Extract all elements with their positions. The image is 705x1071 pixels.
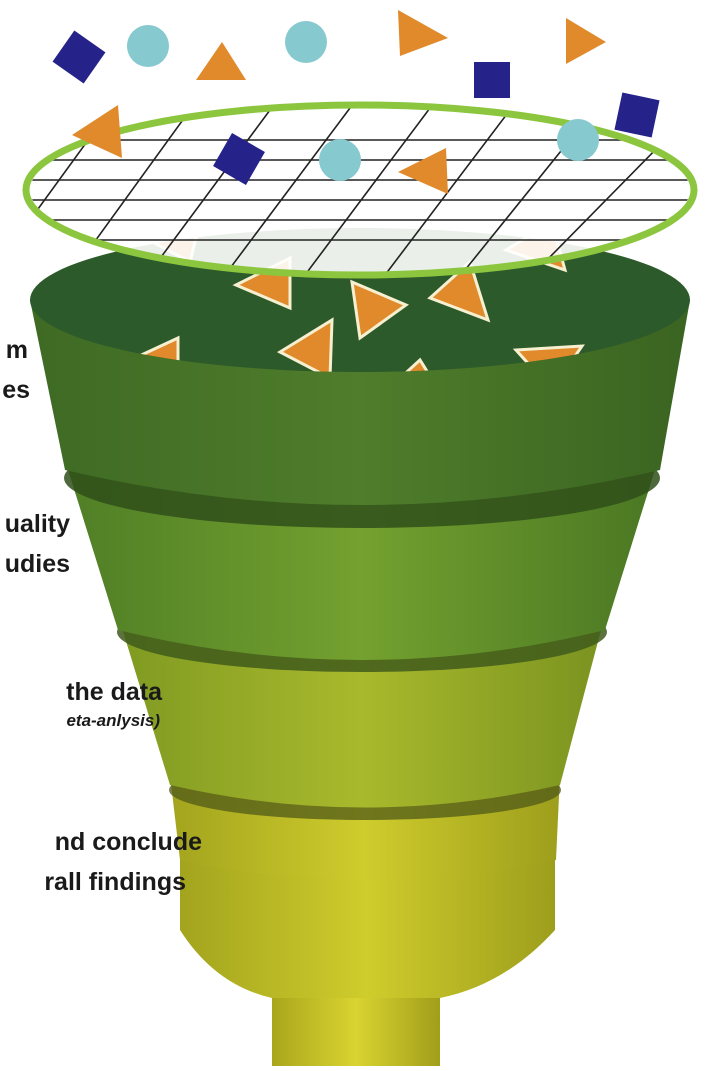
step1-label-line2: es bbox=[2, 376, 30, 404]
step2-label-line1: uality bbox=[5, 510, 70, 538]
step4-label-line2: rall findings bbox=[44, 868, 186, 896]
sieve-mesh bbox=[22, 101, 698, 279]
triangle-shape-icon bbox=[276, 317, 334, 372]
triangle-shape-icon bbox=[350, 279, 410, 341]
triangle-shape-icon bbox=[427, 259, 491, 323]
square-shape-icon bbox=[474, 62, 510, 98]
triangle-shape-icon bbox=[394, 357, 444, 372]
sieve-ring bbox=[22, 101, 698, 279]
triangle-shape-icon bbox=[196, 42, 246, 80]
step4-label-line1: nd conclude bbox=[55, 828, 202, 856]
triangle-shape-icon bbox=[72, 105, 122, 158]
triangle-shape-icon bbox=[398, 148, 448, 194]
circle-shape-icon bbox=[127, 25, 169, 67]
triangle-shape-icon bbox=[398, 10, 448, 56]
circle-shape-icon bbox=[319, 139, 361, 181]
triangle-shape-icon bbox=[566, 18, 606, 64]
square-shape-icon bbox=[614, 92, 660, 138]
step2-label-line2: udies bbox=[5, 550, 70, 578]
funnel-spout bbox=[272, 990, 440, 1066]
step3-label-line1: the data bbox=[66, 678, 163, 706]
square-shape-icon bbox=[213, 133, 265, 185]
funnel-body bbox=[30, 228, 690, 1066]
step3-label-line2: eta-anlysis) bbox=[66, 711, 160, 730]
funnel-neck bbox=[180, 840, 555, 998]
step-labels: m es uality udies the data eta-anlysis) … bbox=[2, 336, 202, 896]
incoming-shapes bbox=[52, 10, 660, 194]
circle-shape-icon bbox=[285, 21, 327, 63]
square-shape-icon bbox=[52, 30, 106, 84]
circle-shape-icon bbox=[557, 119, 599, 161]
step1-label-line1: m bbox=[6, 336, 28, 364]
